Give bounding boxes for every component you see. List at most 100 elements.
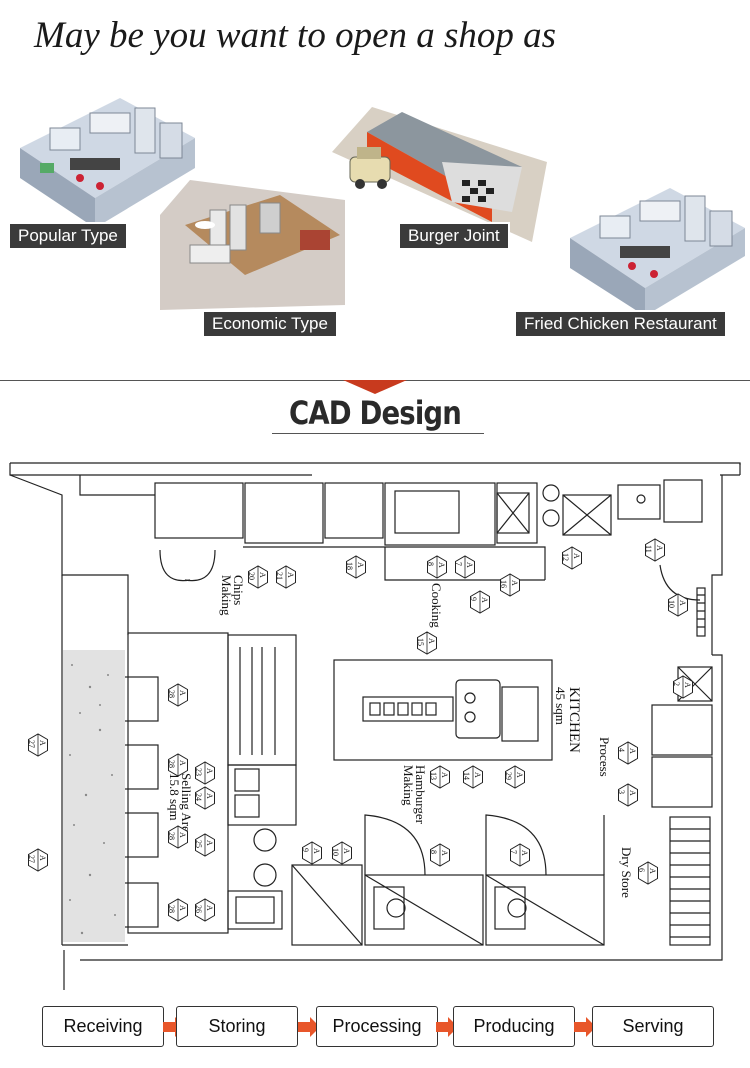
selling-area-label: Selling Area: [179, 773, 194, 838]
equipment-tag: A18: [345, 555, 366, 579]
equipment-tag: A28: [167, 825, 188, 849]
tag-number: 21: [275, 572, 284, 580]
cad-floor-plan: KITCHEN 45 sqm Selling Area 15.8 sqm Coo…: [9, 462, 741, 990]
kitchen-area-label: 45 sqm: [553, 687, 568, 725]
tag-number: 9: [301, 848, 310, 852]
tag-letter: A: [437, 562, 446, 568]
tag-number: 27: [27, 740, 36, 748]
tag-letter: A: [678, 600, 687, 606]
equipment-tag: A24: [194, 786, 215, 810]
economic-type-image: [160, 175, 350, 315]
tag-number: 4: [617, 748, 626, 752]
equipment-tag: A28: [167, 683, 188, 707]
flow-arrow-icon: [436, 1017, 458, 1037]
tag-letter: A: [520, 850, 529, 856]
fried-chicken-label: Fried Chicken Restaurant: [514, 310, 727, 338]
tag-letter: A: [342, 848, 351, 854]
burger-joint-image: [332, 102, 547, 252]
kitchen-render-popular: [20, 98, 195, 228]
cad-design-title: CAD Design: [289, 394, 462, 432]
tag-letter: A: [178, 760, 187, 766]
tag-letter: A: [38, 855, 47, 861]
fried-chicken-image: [560, 168, 750, 318]
tag-number: 2: [672, 682, 681, 686]
chips-making-label: Making: [219, 575, 234, 616]
title-underline: [272, 433, 484, 434]
step-storing: Storing: [176, 1006, 298, 1047]
tag-letter: A: [205, 905, 214, 911]
tag-letter: A: [356, 562, 365, 568]
equipment-tag: A11: [644, 538, 665, 562]
tag-number: 26: [194, 905, 203, 913]
tag-letter: A: [178, 832, 187, 838]
tag-number: 3: [617, 790, 626, 794]
tag-letter: A: [440, 772, 449, 778]
kitchen-render-economic: [160, 180, 345, 310]
chips-label: Chips: [231, 575, 246, 605]
equipment-tag: A27: [27, 848, 48, 872]
tag-letter: A: [628, 790, 637, 796]
tag-number: 18: [345, 562, 354, 570]
hamburger-making-label: Making: [401, 765, 416, 806]
equipment-tag: A12: [561, 546, 582, 570]
step-receiving: Receiving: [42, 1006, 164, 1047]
step-processing: Processing: [316, 1006, 438, 1047]
tag-number: 29: [504, 772, 513, 780]
hamburger-label: Hamburger: [413, 765, 428, 825]
tag-letter: A: [312, 848, 321, 854]
equipment-tag: A21: [275, 565, 296, 589]
equipment-tag: A3: [617, 783, 638, 807]
tag-number: 11: [644, 545, 653, 553]
burger-joint-label: Burger Joint: [398, 222, 510, 250]
equipment-tag: A28: [167, 898, 188, 922]
tag-number: 10: [667, 600, 676, 608]
tag-letter: A: [648, 868, 657, 874]
equipment-tag: A9: [301, 841, 322, 865]
step-producing: Producing: [453, 1006, 575, 1047]
tag-number: 28: [167, 905, 176, 913]
tag-letter: A: [38, 740, 47, 746]
tag-letter: A: [655, 545, 664, 551]
tag-letter: A: [572, 553, 581, 559]
step-serving: Serving: [592, 1006, 714, 1047]
tag-number: 23: [194, 768, 203, 776]
equipment-tag: A25: [194, 833, 215, 857]
tag-number: 8: [429, 850, 438, 854]
tag-letter: A: [480, 597, 489, 603]
equipment-tag: A28: [167, 753, 188, 777]
equipment-tag: A13: [429, 765, 450, 789]
equipment-tag: A29: [504, 765, 525, 789]
tag-letter: A: [473, 772, 482, 778]
process-label: Process: [597, 737, 612, 777]
equipment-tag: A7: [509, 843, 530, 867]
equipment-tag: A10: [331, 841, 352, 865]
equipment-tag: A20: [247, 565, 268, 589]
equipment-tag: A27: [27, 733, 48, 757]
tag-number: 28: [167, 690, 176, 698]
tag-letter: A: [465, 562, 474, 568]
tag-number: 9: [469, 597, 478, 601]
equipment-tag: A8: [429, 843, 450, 867]
equipment-tag: A10: [667, 593, 688, 617]
equipment-tag: A14: [462, 765, 483, 789]
popular-type-label: Popular Type: [8, 222, 128, 250]
dry-store-label: Dry Store: [619, 847, 634, 898]
tag-letter: A: [205, 840, 214, 846]
cooking-label: Cooking: [429, 583, 444, 628]
tag-letter: A: [427, 638, 436, 644]
popular-type-image: [10, 78, 200, 250]
equipment-tag: A16: [499, 573, 520, 597]
tag-letter: A: [628, 748, 637, 754]
equipment-tag: A7: [454, 555, 475, 579]
tag-letter: A: [440, 850, 449, 856]
tag-number: 6: [637, 868, 646, 872]
flow-arrow-icon: [298, 1017, 320, 1037]
flow-arrow-icon: [574, 1017, 596, 1037]
tag-number: 25: [194, 840, 203, 848]
tag-number: 20: [247, 572, 256, 580]
kitchen-render-fried-chicken: [570, 188, 745, 316]
tag-number: 12: [561, 553, 570, 561]
tag-number: 8: [426, 562, 435, 566]
tag-number: 13: [429, 772, 438, 780]
